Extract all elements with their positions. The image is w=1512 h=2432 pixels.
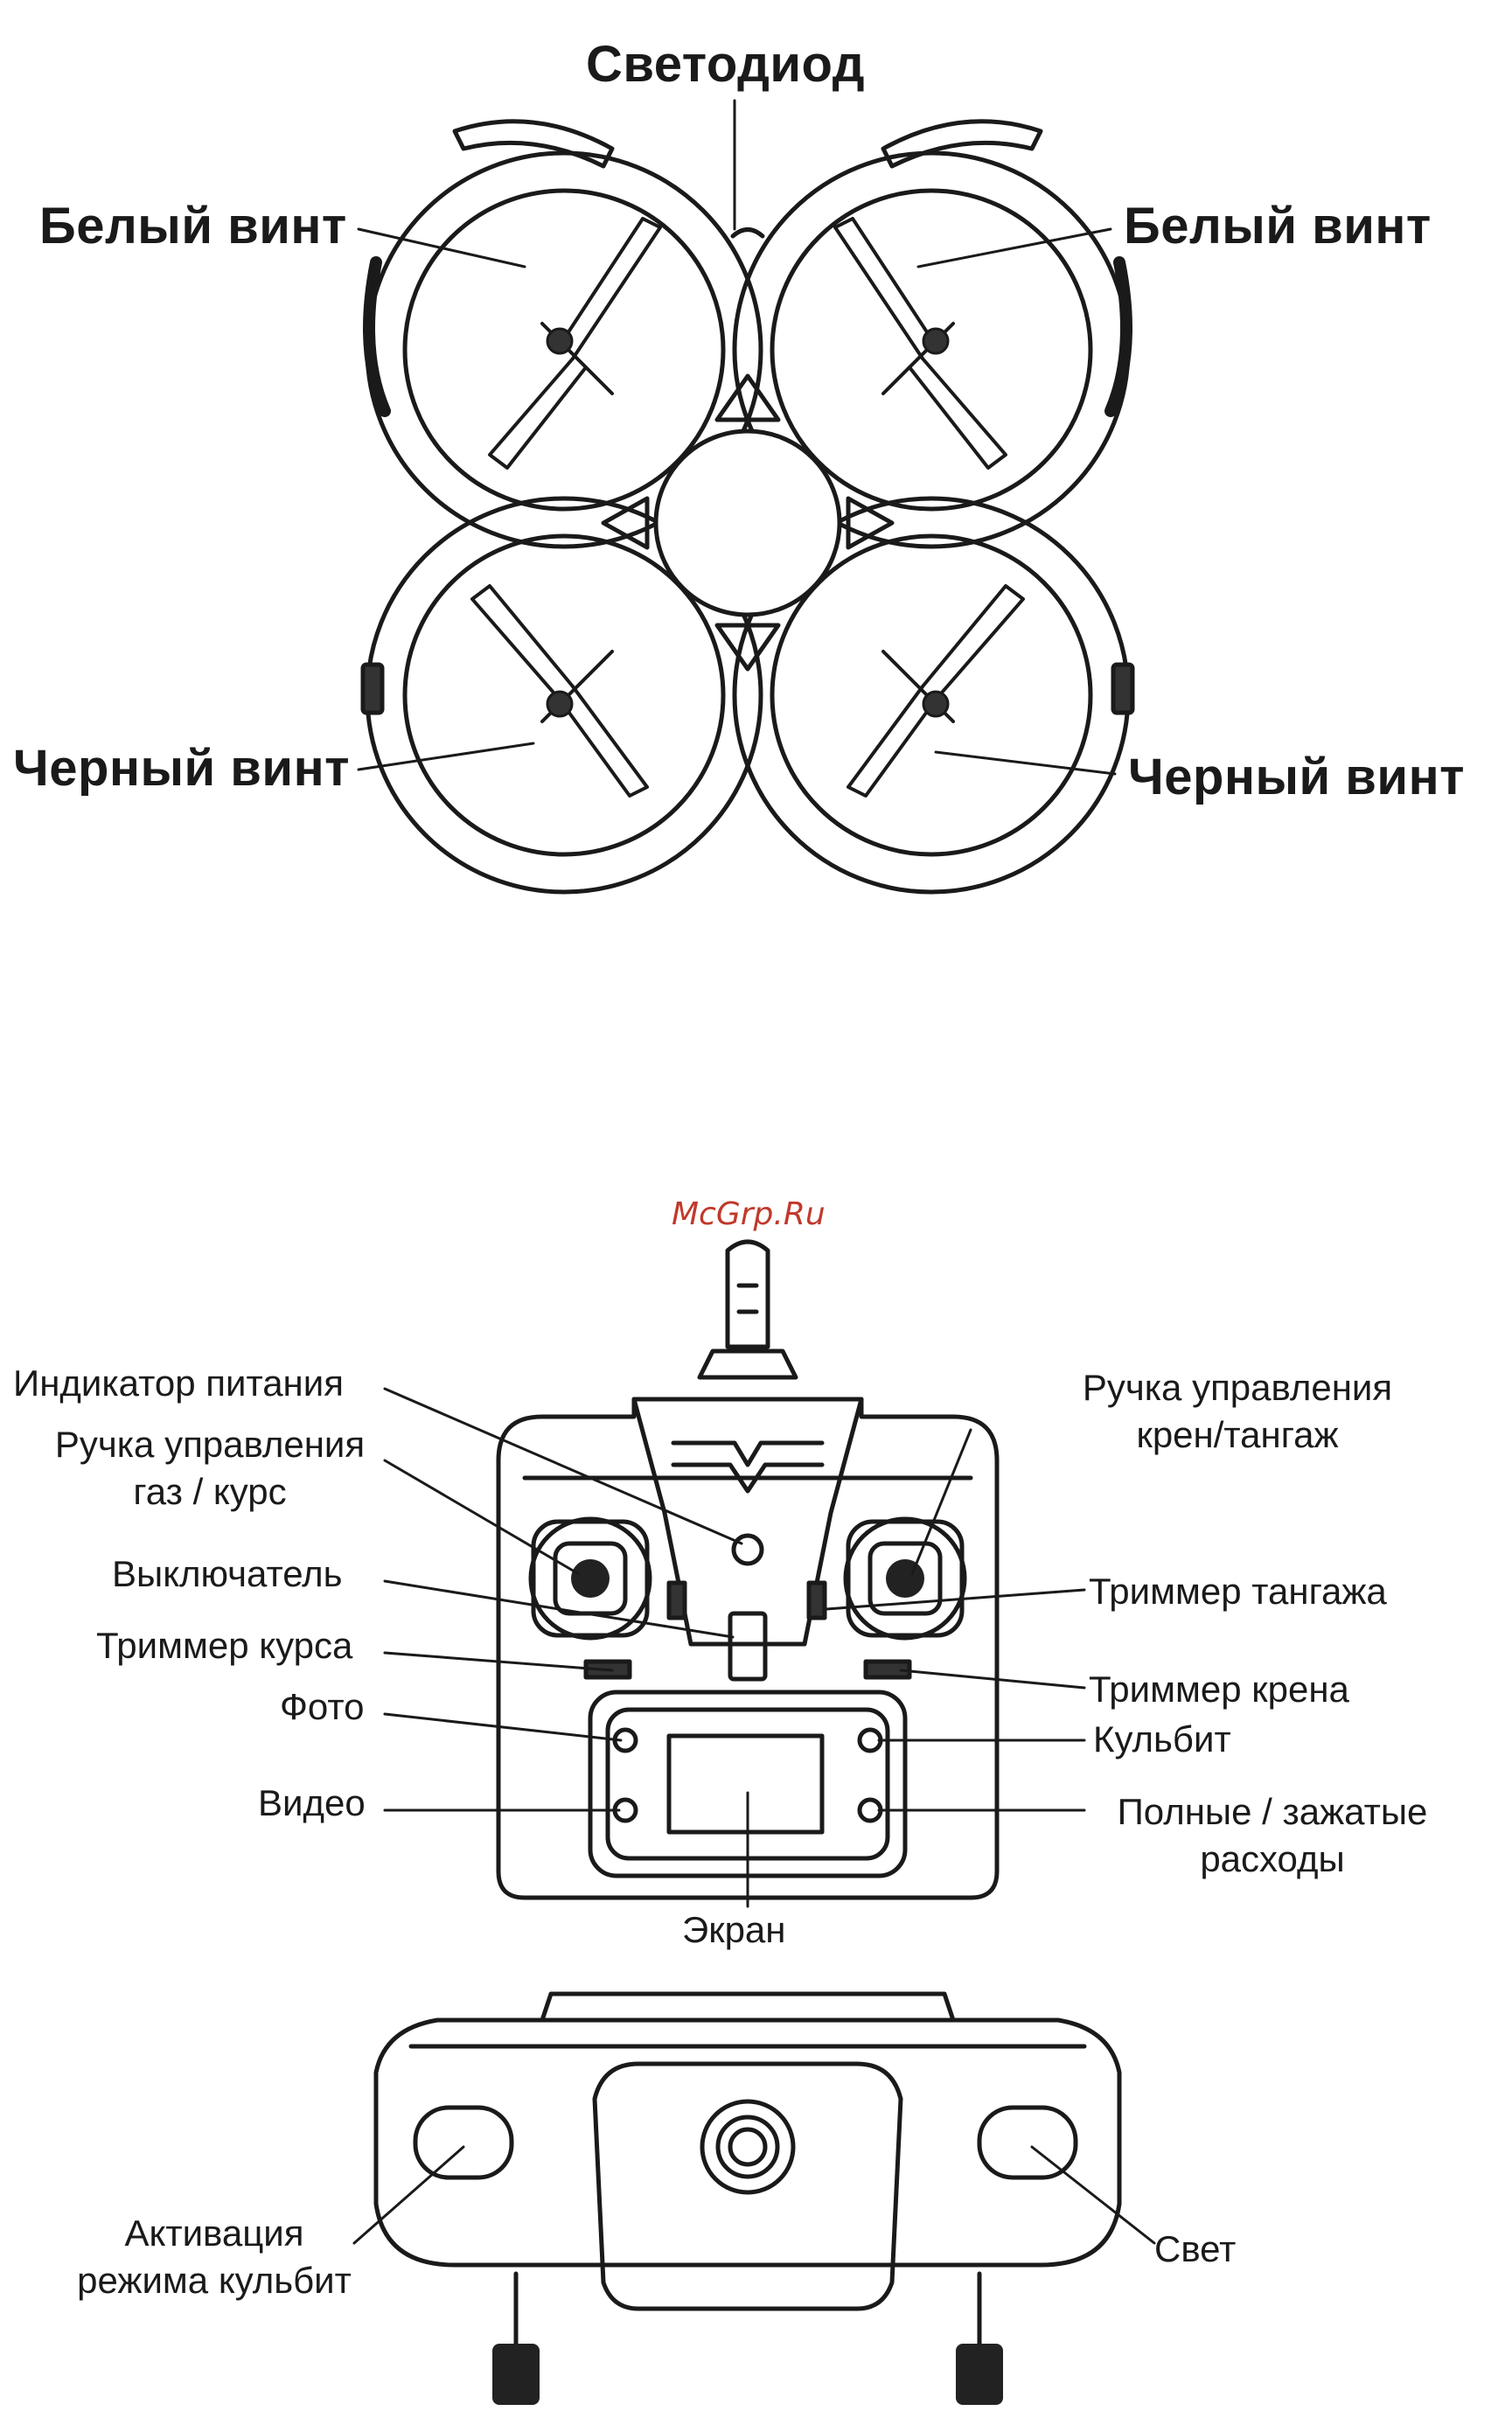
front-feet: [492, 2344, 1003, 2405]
flip-mode-label: Активация режима кульбит: [31, 2210, 398, 2304]
light-label: Свет: [1154, 2226, 1236, 2273]
flip-mode-label-line2: режима кульбит: [31, 2257, 398, 2304]
flip-mode-label-line1: Активация: [31, 2210, 398, 2257]
front-body: [376, 1994, 1119, 2344]
